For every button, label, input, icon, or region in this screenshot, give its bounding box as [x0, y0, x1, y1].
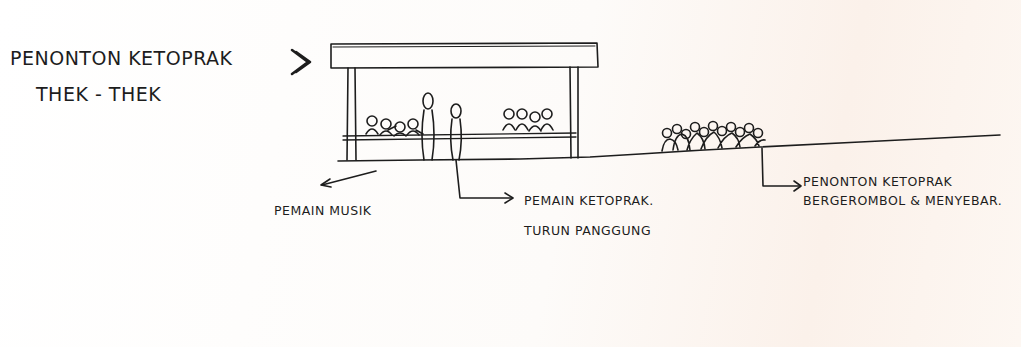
actor-figure: [422, 93, 434, 160]
musician-group: [366, 116, 423, 136]
callout-label: PEMAIN KETOPRAK. TURUN PANGGUNG: [524, 186, 689, 246]
musician-head: [504, 109, 514, 119]
musician-head: [530, 112, 540, 122]
audience-head: [700, 128, 709, 137]
actor-body: [422, 110, 434, 160]
actor-head: [423, 93, 433, 109]
callout-label: PENONTON KETOPRAK BERGEROMBOL & MENYEBAR…: [803, 172, 1008, 210]
musician-head: [381, 119, 391, 129]
musician-head: [408, 119, 418, 129]
musician-group: [503, 109, 553, 131]
musician-head: [517, 109, 527, 119]
actor-head: [451, 104, 461, 118]
audience-head: [663, 129, 672, 138]
stage-roof-edge: [333, 46, 595, 47]
audience-head: [727, 123, 736, 132]
audience-crowd: [662, 122, 765, 152]
musician-body: [380, 126, 396, 135]
leader-arrowhead: [321, 179, 331, 187]
audience-head: [718, 127, 727, 136]
musician-head: [542, 109, 552, 119]
stage-roof: [331, 43, 598, 68]
audience-head: [745, 124, 754, 133]
audience-head: [754, 129, 763, 138]
musician-body: [529, 126, 541, 131]
audience-head: [673, 125, 682, 134]
audience-head: [736, 128, 745, 137]
diagram-title: PENONTON KETOPRAK THEK - THEK: [10, 40, 286, 112]
leader-arrowhead: [505, 193, 513, 203]
musician-body: [407, 130, 423, 135]
musician-head: [395, 122, 405, 132]
musician-body: [541, 124, 553, 130]
leader-line: [322, 171, 376, 185]
musician-body: [516, 124, 528, 130]
leader-arrowhead: [794, 181, 801, 191]
callout-label: PEMAIN MUSIK: [274, 202, 474, 220]
leader-line: [456, 160, 512, 198]
audience-bodies: [662, 132, 765, 151]
musician-head: [367, 116, 377, 126]
actor-body: [451, 119, 462, 160]
pointer-chevron: [292, 50, 310, 74]
stage-post: [570, 67, 578, 158]
musician-body: [366, 129, 378, 134]
actor-figure: [451, 104, 462, 160]
musician-body: [503, 124, 515, 130]
audience-head: [709, 122, 718, 131]
audience-head: [691, 123, 700, 132]
stage-post: [347, 68, 356, 160]
musician-body: [394, 133, 406, 136]
